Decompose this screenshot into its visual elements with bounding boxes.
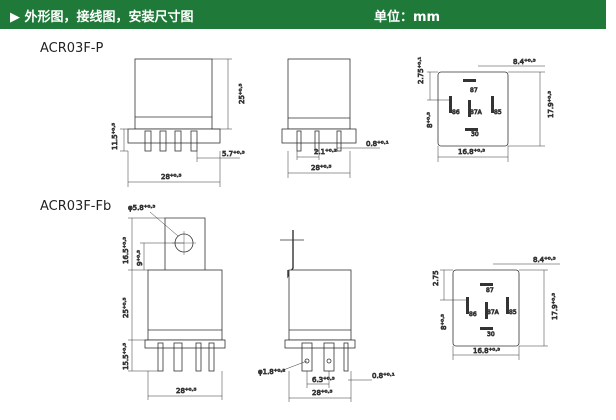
fb-pin-86: 86	[469, 311, 477, 318]
fb-width-label: 28⁺⁰·⁵	[176, 387, 197, 395]
fb-side-hole-label: φ1.8⁺⁰·²	[258, 368, 285, 376]
p-side-pinspace-label: 2.1⁺⁰·²	[314, 148, 337, 156]
fb-pin-87: 87	[486, 287, 494, 294]
p-pin-85: 85	[494, 109, 502, 116]
p-pin-86: 86	[452, 109, 460, 116]
fb-side-pinspace-label: 6.3⁺⁰·³	[312, 376, 335, 384]
fb-bracket-w-label: 9⁺⁰·³	[136, 250, 144, 266]
fb-front-view	[128, 211, 226, 400]
fb-top-width-label: 16.8⁺⁰·³	[473, 347, 500, 355]
p-side-view	[281, 58, 380, 178]
fb-pin-layout	[440, 263, 560, 360]
unit-label: 单位：mm	[374, 10, 441, 25]
fb-side-view	[277, 230, 372, 402]
fb-top-lh-label: 8⁺⁰·³	[440, 314, 448, 330]
p-pin-87: 87	[470, 87, 478, 94]
fb-top-offset-label: 8.4⁺⁰·³	[533, 256, 556, 264]
fb-pin-87a: 87A	[487, 309, 500, 316]
p-side-pinthick-label: 0.8⁺⁰·¹	[366, 140, 389, 148]
model-label-fb: ACR03F-Fb	[40, 199, 112, 214]
p-side-width-label: 28⁺⁰·⁵	[311, 164, 332, 172]
p-top-lh-label: 8⁺⁰·³	[426, 112, 434, 128]
p-front-width-label: 28⁺⁰·⁵	[161, 173, 182, 181]
p-pin-87a: 87A	[470, 109, 483, 116]
p-front-pinw-label: 5.7⁺⁰·³	[222, 150, 245, 158]
fb-pinlen-label: 15.5⁺⁰·⁵	[122, 343, 130, 370]
p-top-left-label: 2.75⁺⁰·¹	[417, 57, 425, 84]
fb-hole-label: φ5.8⁺⁰·³	[128, 204, 155, 212]
model-label-p: ACR03F-P	[40, 41, 104, 56]
fb-bracket-h-label: 16.5⁺⁰·³	[122, 237, 130, 264]
p-front-height-label: 25⁺⁰·⁵	[238, 83, 246, 104]
p-front-view	[120, 58, 240, 187]
p-top-width-label: 16.8⁺⁰·³	[458, 148, 485, 156]
fb-top-height-label: 17.9⁺⁰·³	[551, 293, 559, 320]
fb-pin-30: 30	[487, 331, 495, 338]
fb-side-width-label: 28⁺⁰·⁵	[312, 389, 333, 397]
fb-top-left-label: 2.75	[432, 270, 440, 286]
p-top-offset-label: 8.4⁺⁰·³	[513, 58, 536, 66]
fb-pin-85: 85	[509, 309, 517, 316]
p-pin-layout	[427, 65, 545, 162]
p-top-height-label: 17.9⁺⁰·³	[547, 91, 555, 118]
p-front-pinlen-label: 11.5⁺⁰·⁵	[111, 123, 119, 150]
section-header: ▶ 外形图，接线图，安装尺寸图 单位：mm	[0, 0, 606, 29]
fb-side-pinthick-label: 0.8⁺⁰·¹	[372, 372, 395, 380]
p-pin-30: 30	[471, 131, 479, 138]
section-title: ▶ 外形图，接线图，安装尺寸图	[10, 10, 194, 25]
fb-height-label: 25⁺⁰·⁵	[122, 297, 130, 318]
